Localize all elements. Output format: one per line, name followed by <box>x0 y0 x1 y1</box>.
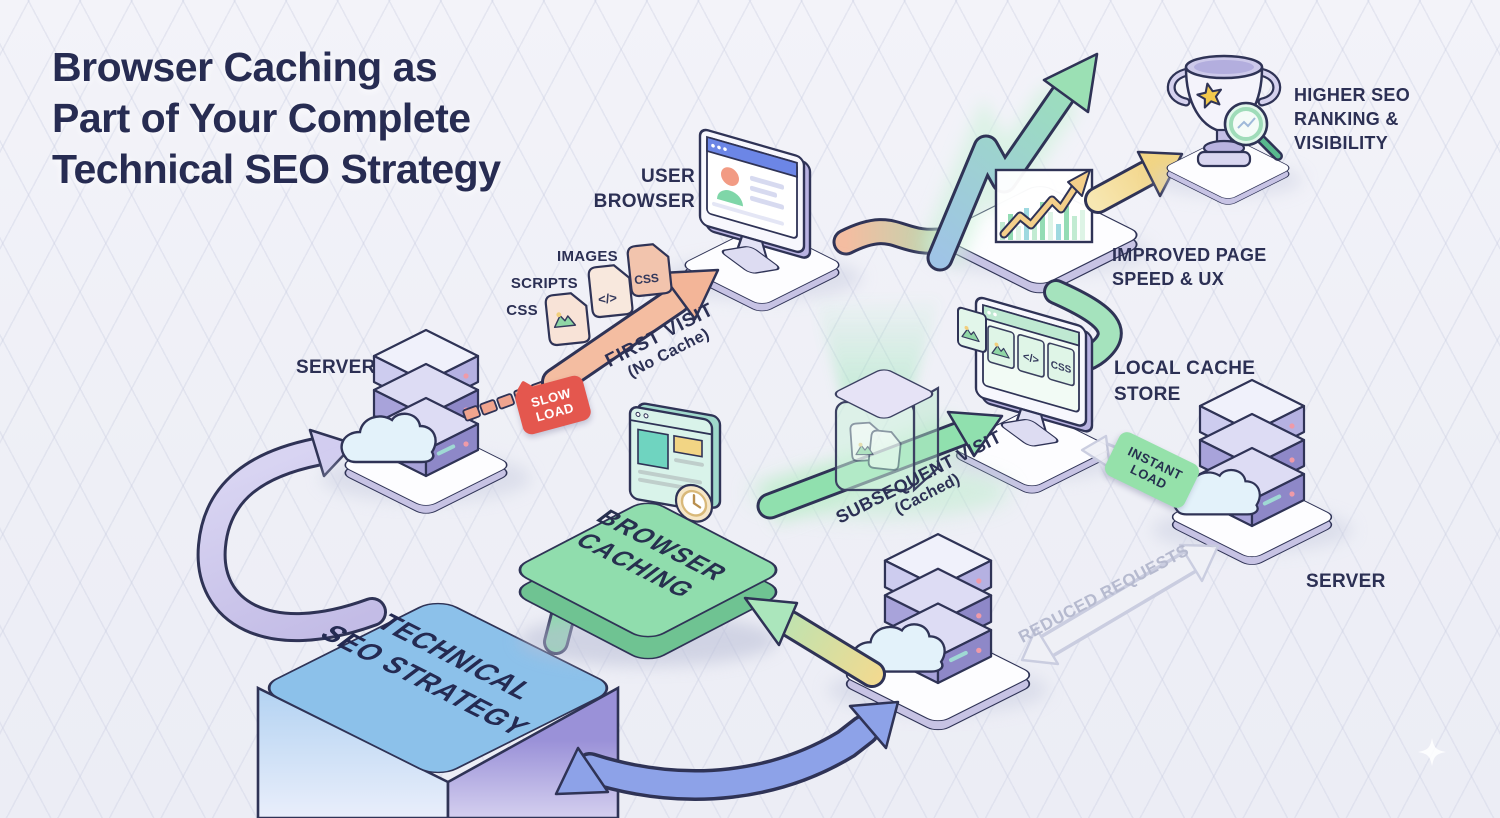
server-to-caching-arrow <box>743 596 886 688</box>
magnifier-icon <box>1223 101 1283 161</box>
file-image-icon <box>543 290 592 347</box>
mini-chart-icon <box>994 168 1094 244</box>
page-title: Browser Caching as Part of Your Complete… <box>52 44 501 192</box>
code-glyph: </> <box>1023 351 1039 367</box>
browser-caching-node <box>518 402 778 666</box>
reduced-requests-arrow <box>1020 543 1220 666</box>
strategy-server-blue-arrow <box>554 700 900 801</box>
improved-speed-label: IMPROVED PAGE SPEED & UX <box>1112 245 1267 289</box>
code-glyph: </> <box>597 290 618 307</box>
user-browser-node <box>662 128 862 315</box>
cache-box-icon <box>816 298 940 493</box>
file-css-icon: CSS <box>625 241 674 298</box>
trophy-icon <box>1166 54 1283 168</box>
user-browser-label: USER BROWSER <box>593 166 695 212</box>
server-right-label: SERVER <box>1306 571 1386 592</box>
higher-ranking-label: HIGHER SEO RANKING & VISIBILITY <box>1294 85 1411 153</box>
growth-arrow-icon <box>1042 52 1099 114</box>
images-label: IMAGES <box>557 248 618 265</box>
css-label: CSS <box>506 302 538 319</box>
subsequent-visit-arrow <box>750 410 1010 525</box>
local-cache-label: LOCAL CACHE STORE <box>1114 358 1256 405</box>
floating-image-card <box>957 306 987 353</box>
server-left <box>321 328 531 517</box>
cache-monitor-icon: </> CSS <box>957 296 1094 447</box>
scripts-label: SCRIPTS <box>510 275 578 292</box>
avatar <box>721 167 739 186</box>
browser-window-icon <box>628 402 722 523</box>
sparkle-icon <box>1418 738 1446 766</box>
css-file-glyph: CSS <box>634 271 660 288</box>
local-cache-node <box>942 406 1122 497</box>
seo-ranking-node <box>1153 54 1303 208</box>
monitor-icon <box>698 128 812 274</box>
star-icon <box>1196 82 1223 109</box>
clock-icon <box>674 483 714 523</box>
server-right <box>1152 378 1352 569</box>
file-code-icon: </> <box>586 262 635 319</box>
server-left-label: SERVER <box>296 357 376 378</box>
